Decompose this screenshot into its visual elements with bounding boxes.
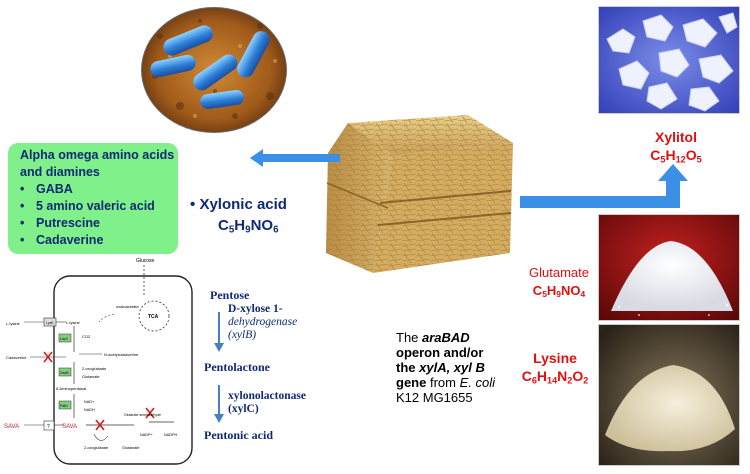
knockout-x-icon	[95, 407, 155, 431]
amino-acids-box: Alpha omega amino acids and diamines GAB…	[8, 143, 178, 254]
knockout-x-icon	[43, 351, 53, 363]
enzyme-line: (xylB)	[228, 329, 257, 341]
enzyme-line: (xylC)	[228, 403, 259, 415]
glutarate-semi-text: Glutarate semialdehyde	[124, 413, 161, 417]
lysine-label: Lysine C6H14N2O2	[512, 349, 598, 389]
davb-text: DavB	[60, 371, 69, 375]
xylitol-label: Xylitol C5H12O5	[640, 128, 712, 168]
oxoglutarate1-text: 2-oxoglutarate	[82, 367, 106, 371]
n-acetyl-text: N-acetylcadaverine	[104, 352, 139, 357]
straw-bale-image	[326, 115, 513, 273]
glucose-text: Glucose	[136, 258, 155, 264]
xylitol-crystals-image	[598, 6, 740, 114]
operon-text: gene	[396, 375, 427, 390]
operon-note: The araBAD operon and/or the xylA, xyl B…	[396, 330, 502, 405]
lysine-name: Lysine	[533, 350, 577, 366]
oxaloacetate-text: oxaloacetate	[116, 304, 139, 309]
glutamate2-text: Glutamate	[122, 446, 140, 450]
nadp-text: NADP+	[140, 433, 154, 437]
metabolic-cell-diagram: Glucose TCA oxaloacetate L-lysine LysE L…	[4, 258, 193, 465]
enzyme-xylb: D-xylose 1- dehydrogenase (xylB)	[228, 303, 338, 342]
operon-text: E. coli	[459, 375, 495, 390]
glutamate1-text: Glutamate	[82, 375, 100, 379]
glutamate-powder-image	[598, 214, 740, 321]
ldc-text: LdcC	[60, 337, 69, 341]
tca-text: TCA	[148, 314, 159, 320]
lysine-formula: C6H14N2O2	[521, 368, 589, 386]
list-item: Putrescine	[18, 215, 155, 232]
enzyme-xylc: xylonolactonase (xylC)	[228, 390, 338, 416]
amino-acids-title: Alpha omega amino acids and diamines	[20, 148, 175, 179]
enzyme-line: D-xylose 1-	[228, 303, 283, 315]
glutamate-name: Glutamate	[529, 265, 589, 280]
xylonic-acid-label: • Xylonic acid C5H9NO6	[190, 196, 340, 235]
patd-text: PatD	[60, 404, 68, 408]
xylonic-acid-name: Xylonic acid	[199, 196, 287, 213]
list-item: 5 amino valeric acid	[18, 198, 155, 215]
lyse-text: LysE	[46, 321, 54, 325]
xylonic-acid-formula: C5H9NO6	[218, 217, 279, 236]
lysine-ext-text: L-lysine	[6, 321, 21, 326]
pathway-pentose: Pentose	[210, 288, 250, 302]
xylitol-formula: C5H12O5	[650, 147, 702, 165]
operon-text: from	[426, 375, 460, 390]
operon-text: operon and/or the	[396, 345, 484, 375]
enzyme-line: xylonolactonase	[228, 390, 306, 402]
pathway-pentonic-acid: Pentonic acid	[204, 428, 273, 442]
xylitol-name: Xylitol	[654, 129, 697, 145]
oxoglutarate2-text: 2-oxoglutarate	[84, 446, 108, 450]
lysine-int-text: L-lysine	[66, 320, 81, 325]
sava-int-text: SAVA	[62, 424, 77, 430]
arrow-right-up	[520, 164, 688, 208]
operon-text: K12 MG1655	[396, 390, 473, 405]
pathway-pentolactone: Pentolactone	[204, 360, 270, 374]
operon-text: araBAD	[422, 330, 470, 345]
amino-acids-list: GABA 5 amino valeric acid Putrescine Cad…	[18, 181, 155, 249]
operon-text: xylA, xyl B	[419, 360, 485, 375]
list-item: GABA	[18, 181, 155, 198]
glutamate-label: Glutamate C5H9NO4	[520, 264, 598, 303]
list-item: Cadaverine	[18, 232, 155, 249]
operon-text: The	[396, 330, 423, 345]
enzyme-line: dehydrogenase	[228, 316, 298, 328]
bacteria-micrograph	[141, 7, 287, 133]
lysine-powder-image	[598, 324, 740, 466]
cell-membrane	[53, 275, 193, 465]
aminopentanal-text: 5-Aminopentanal	[56, 386, 86, 391]
nad-text: NAD+	[84, 400, 95, 404]
co2-text: CO2	[82, 334, 91, 339]
unknown-transporter-text: ?	[47, 424, 50, 430]
glutamate-formula: C5H9NO4	[532, 283, 586, 300]
sava-ext-text: SAVA	[4, 424, 19, 430]
bullet: •	[190, 196, 196, 213]
nadph-text: NADPH	[164, 433, 178, 437]
cadaverine-text: Cadaverine	[6, 355, 27, 360]
nadh-text: NADH	[84, 408, 95, 412]
